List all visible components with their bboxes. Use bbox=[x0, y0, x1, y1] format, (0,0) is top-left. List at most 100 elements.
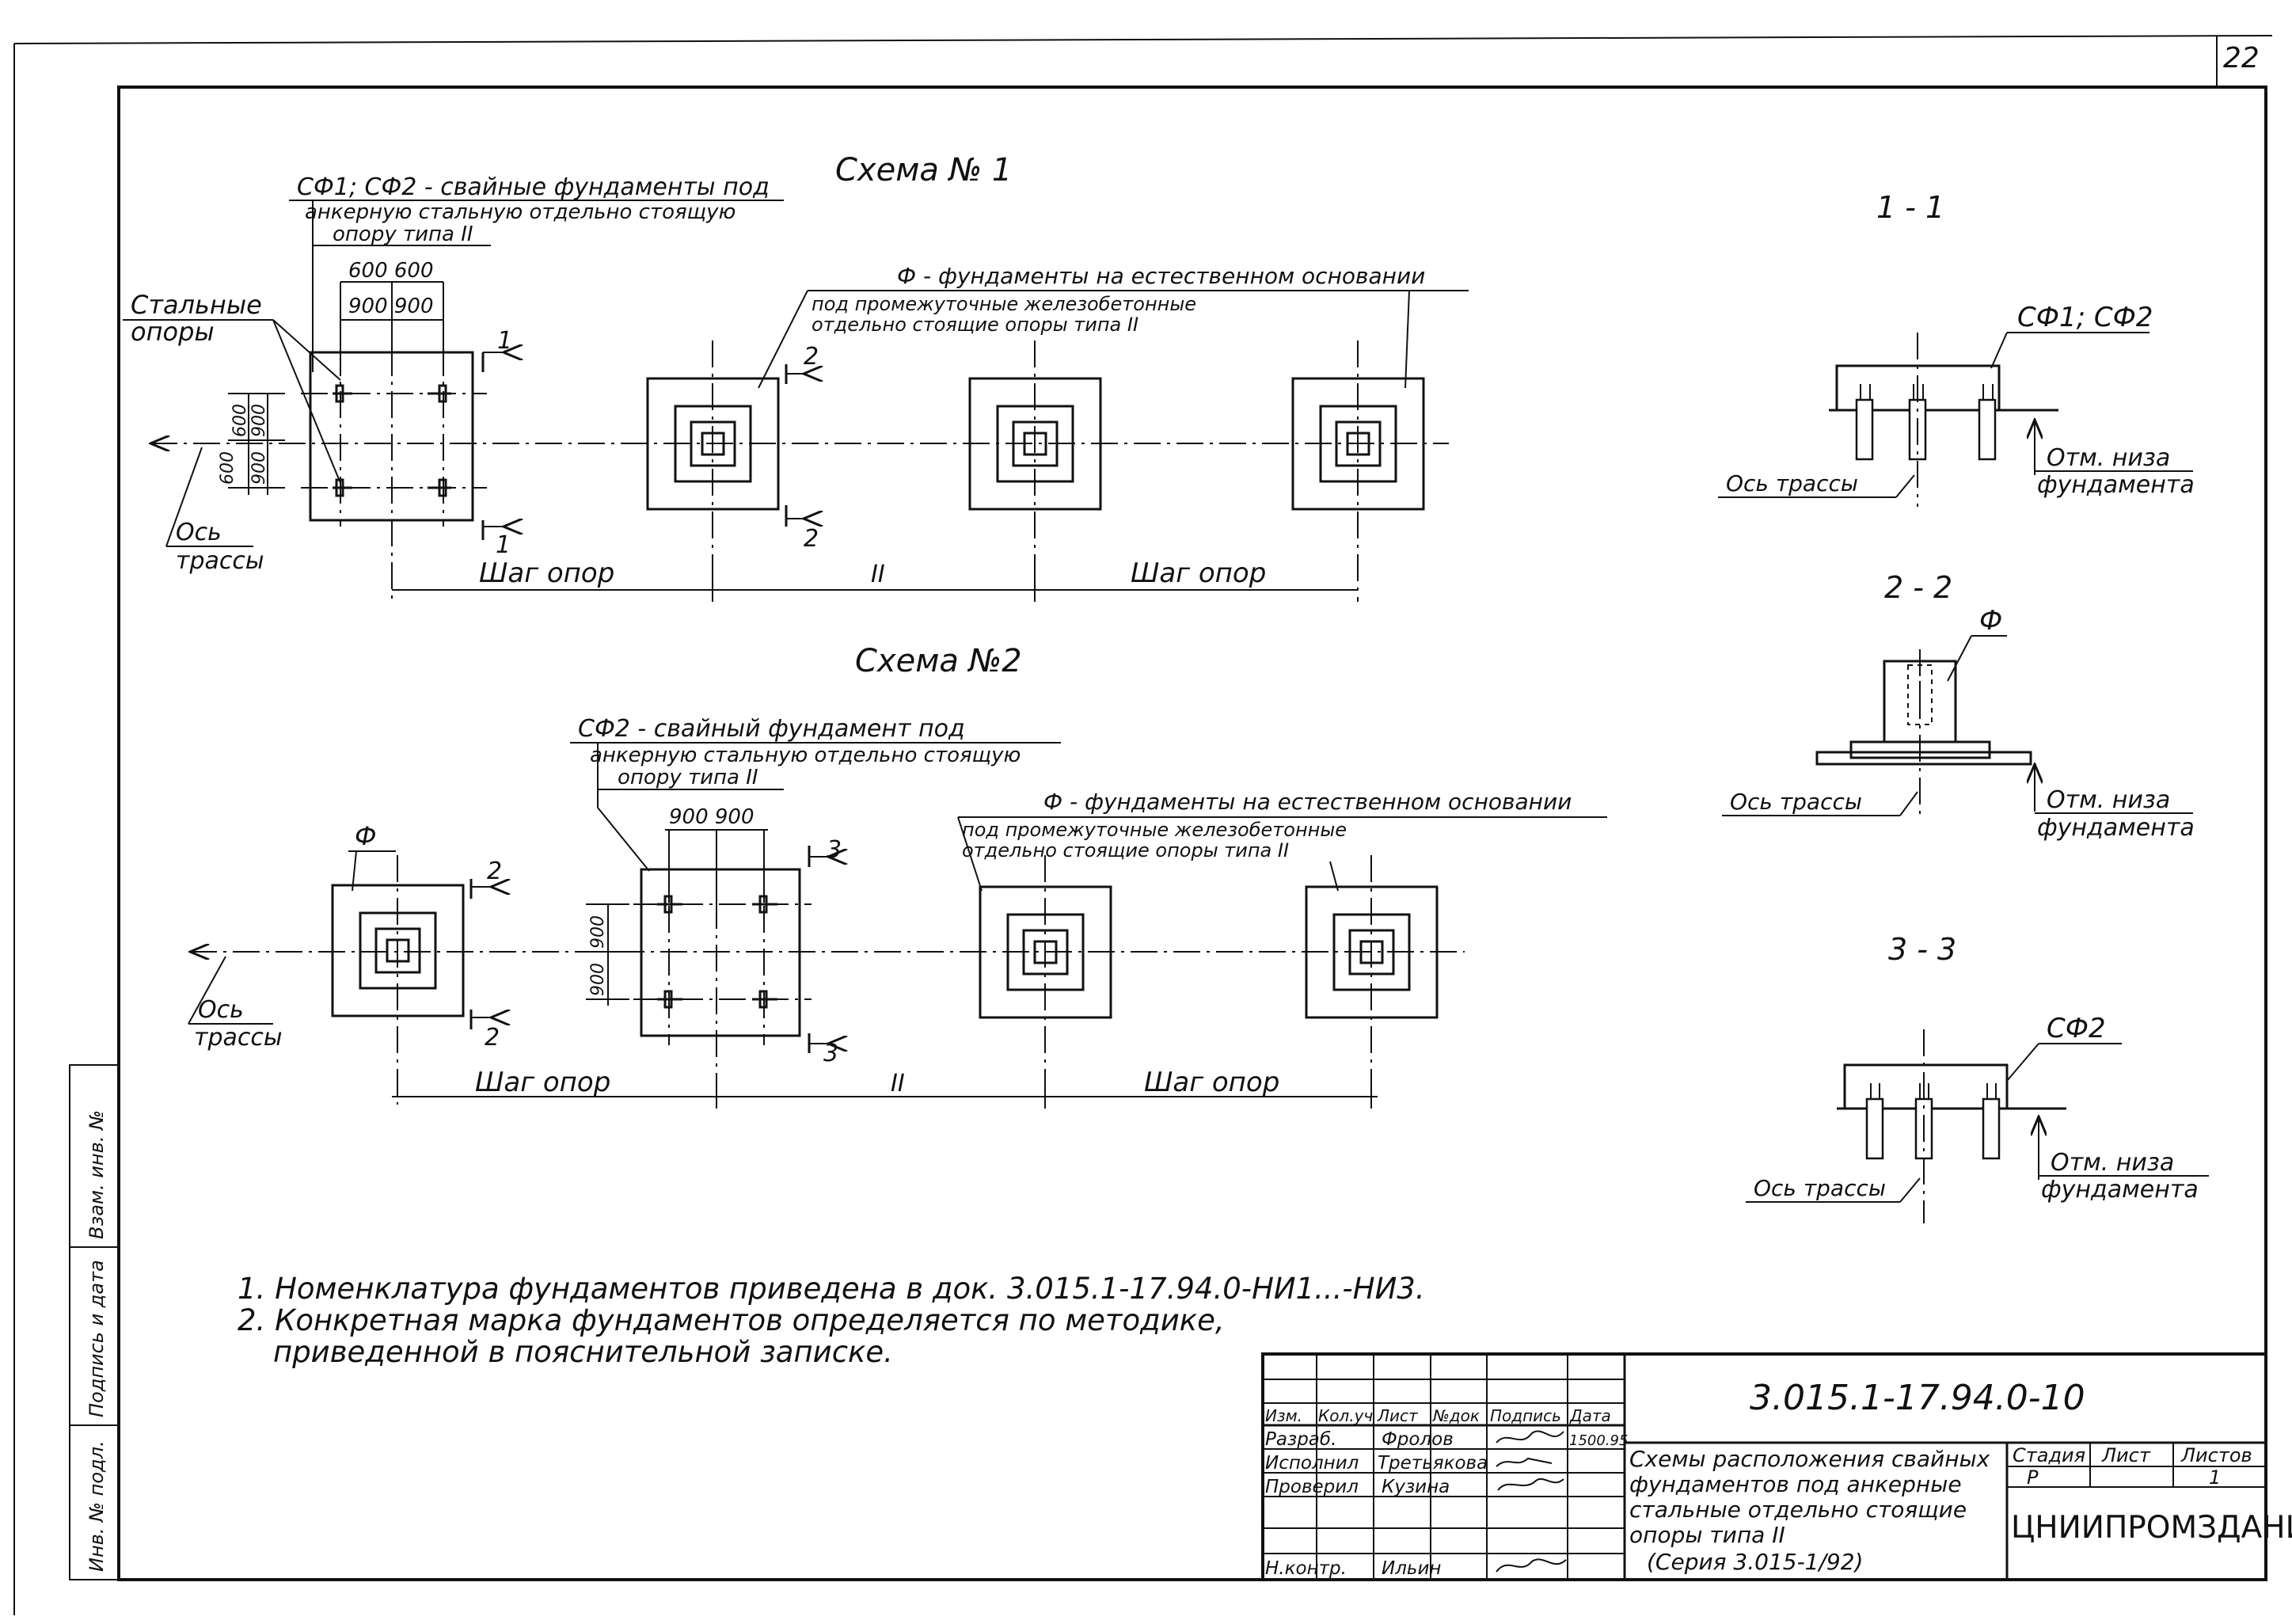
scheme-1-f-note-line2: под промежуточные железобетонные bbox=[812, 293, 1196, 315]
scheme-2-cut-2-top: 2 bbox=[487, 858, 502, 885]
scheme-2-axis-label-line2: трассы bbox=[194, 1024, 283, 1052]
scheme-2-cut-2-bottom: 2 bbox=[485, 1024, 500, 1052]
scheme-2-step-mid: II bbox=[891, 1070, 905, 1097]
section-2-axis: Ось трассы bbox=[1730, 789, 1862, 815]
tb-r2-name: Третьякова bbox=[1378, 1453, 1488, 1474]
tb-sheets-val: 1 bbox=[2209, 1466, 2221, 1489]
section-1-label: СФ1; СФ2 bbox=[2017, 302, 2153, 333]
tb-desc-line4: опоры типа II bbox=[1629, 1522, 1785, 1548]
section-2-2: 2 - 2 Ф Отм. низа фундамента Ось трассы bbox=[1722, 570, 2195, 842]
scheme-1-natural-foundation-1 bbox=[646, 340, 780, 602]
tb-hdr-kol: Кол.уч bbox=[1318, 1406, 1373, 1425]
tb-r1-signature bbox=[1496, 1430, 1564, 1443]
tb-desc-line1: Схемы расположения свайных bbox=[1629, 1446, 1990, 1472]
scheme-2-dim-900-900: 900 900 bbox=[669, 805, 754, 829]
section-2-level-line2: фундамента bbox=[2037, 814, 2195, 842]
section-3-axis: Ось трассы bbox=[1754, 1175, 1886, 1201]
section-2-title: 2 - 2 bbox=[1884, 570, 1952, 605]
scheme-1-step-mid: II bbox=[871, 561, 885, 588]
tb-r1-role: Разраб. bbox=[1265, 1429, 1336, 1450]
tb-organization: ЦНИИПРОМЗДАНИЙ bbox=[2011, 1508, 2292, 1546]
scheme-1: Схема № 1 СФ1; СФ2 - свайные фундаменты … bbox=[123, 152, 1469, 602]
scheme-1-sf-note-line1: СФ1; СФ2 - свайные фундаменты под bbox=[297, 173, 770, 201]
section-3-3: 3 - 3 СФ2 Отм. низа фундамента Ось трасс… bbox=[1746, 932, 2209, 1223]
general-notes: 1. Номенклатура фундаментов приведена в … bbox=[238, 1272, 1425, 1369]
tb-hdr-ndok: №док bbox=[1432, 1406, 1480, 1425]
scheme-1-natural-foundation-3 bbox=[1291, 340, 1425, 602]
scheme-1-vdim-600b: 600 bbox=[218, 451, 238, 485]
scheme-1-vdim-900a: 900 bbox=[249, 404, 269, 437]
side-stamp-repl: Взам. инв. № bbox=[86, 1110, 108, 1239]
section-2-level-line1: Отм. низа bbox=[2047, 786, 2170, 814]
scheme-2-axis-label-line1: Ось bbox=[198, 996, 244, 1024]
tb-sheets-hdr: Листов bbox=[2180, 1444, 2252, 1466]
scheme-1-step-left: Шаг опор bbox=[479, 557, 614, 589]
scheme-2-vdim-900a: 900 bbox=[588, 915, 608, 949]
scheme-2-natural-foundation-right bbox=[1305, 855, 1439, 1105]
section-1-level-line1: Отм. низа bbox=[2047, 444, 2170, 472]
scheme-1-title: Схема № 1 bbox=[835, 152, 1012, 188]
tb-r3-signature bbox=[1497, 1478, 1564, 1491]
scheme-2-cut-3-top: 3 bbox=[827, 836, 842, 864]
title-block: Изм. Кол.уч Лист №док Подпись Дата Разра… bbox=[1261, 1352, 2292, 1581]
scheme-2-f-note-line3: отдельно стоящие опоры типа II bbox=[962, 839, 1289, 861]
tb-sheet-hdr: Лист bbox=[2101, 1444, 2151, 1466]
tb-desc-line3: стальные отдельно стоящие bbox=[1629, 1497, 1967, 1523]
tb-doc-code: 3.015.1-17.94.0-10 bbox=[1750, 1378, 2085, 1418]
section-1-1: 1 - 1 СФ1; СФ2 Отм. низа фундамента Ось … bbox=[1718, 190, 2195, 507]
section-1-axis: Ось трассы bbox=[1726, 470, 1858, 496]
section-3-level-line2: фундамента bbox=[2041, 1176, 2199, 1204]
scheme-2-cut-3-bottom: 3 bbox=[823, 1040, 838, 1067]
scheme-1-f-note-line1: Ф - фундаменты на естественном основании bbox=[897, 263, 1425, 289]
scheme-1-dim-900-900: 900 900 bbox=[348, 295, 434, 318]
scheme-2-f-note-line1: Ф - фундаменты на естественном основании bbox=[1043, 789, 1572, 815]
tb-r2-role: Исполнил bbox=[1265, 1453, 1359, 1474]
tb-hdr-izm: Изм. bbox=[1265, 1406, 1302, 1425]
scheme-1-dim-600-600: 600 600 bbox=[348, 259, 434, 283]
sheet-number: 22 bbox=[2223, 42, 2260, 74]
scheme-2-f-label: Ф bbox=[355, 821, 377, 851]
scheme-1-natural-foundation-2 bbox=[968, 340, 1102, 602]
tb-stage-val: Р bbox=[2027, 1466, 2039, 1489]
section-3-level-line1: Отм. низа bbox=[2051, 1149, 2174, 1177]
scheme-1-step-right: Шаг опор bbox=[1131, 557, 1266, 589]
scheme-2-natural-foundation-mid bbox=[979, 855, 1112, 1105]
scheme-2-title: Схема №2 bbox=[855, 643, 1022, 679]
tb-desc-line2: фундаментов под анкерные bbox=[1629, 1471, 1962, 1497]
section-3-label: СФ2 bbox=[2047, 1013, 2106, 1044]
tb-r4-signature bbox=[1496, 1558, 1567, 1573]
tb-r3-name: Кузина bbox=[1382, 1477, 1450, 1497]
scheme-2-sf-note-line3: опору типа II bbox=[618, 766, 758, 789]
scheme-2-vdim-900b: 900 bbox=[588, 963, 608, 996]
scheme-2-sf-note-line2: анкерную стальную отдельно стоящую bbox=[590, 744, 1021, 767]
scheme-1-cut-1-top: 1 bbox=[497, 327, 512, 355]
tb-hdr-data: Дата bbox=[1569, 1406, 1611, 1425]
scheme-2-sf-note-line1: СФ2 - свайный фундамент под bbox=[578, 715, 965, 743]
scheme-2-pile-foundation bbox=[633, 863, 812, 1045]
scheme-2-f-note-line2: под промежуточные железобетонные bbox=[962, 819, 1347, 841]
scheme-1-axis-label-line1: Ось bbox=[176, 519, 222, 546]
note-1: 1. Номенклатура фундаментов приведена в … bbox=[238, 1272, 1425, 1306]
scheme-2-step-right: Шаг опор bbox=[1144, 1067, 1279, 1098]
scheme-1-sf-note-line2: анкерную стальную отдельно стоящую bbox=[305, 200, 735, 224]
scheme-1-steel-supports-line1: Стальные bbox=[131, 290, 262, 320]
tb-desc-line5: (Серия 3.015-1/92) bbox=[1647, 1549, 1863, 1575]
scheme-1-vdim-900b: 900 bbox=[249, 451, 269, 485]
tb-r4-role: Н.контр. bbox=[1265, 1558, 1347, 1579]
section-3-title: 3 - 3 bbox=[1888, 932, 1956, 967]
note-2-line2: приведенной в пояснительной записке. bbox=[273, 1335, 893, 1369]
scheme-1-cut-2-bottom: 2 bbox=[804, 525, 819, 553]
tb-hdr-podp: Подпись bbox=[1490, 1406, 1561, 1425]
section-2-label: Ф bbox=[1979, 605, 2002, 637]
section-1-level-line2: фундамента bbox=[2037, 471, 2195, 499]
scheme-1-cut-2-top: 2 bbox=[804, 343, 819, 371]
scheme-2: Схема №2 СФ2 - свайный фундамент под анк… bbox=[188, 643, 1607, 1109]
side-stamp: Инв. № подл. Подпись и дата Взам. инв. № bbox=[69, 1064, 120, 1580]
scheme-1-cut-1-bottom: 1 bbox=[496, 531, 511, 559]
scheme-2-step-left: Шаг опор bbox=[475, 1067, 610, 1098]
sheet-frame bbox=[13, 35, 2273, 1615]
scheme-1-axis-label-line2: трассы bbox=[176, 547, 264, 575]
tb-r1-name: Фролов bbox=[1382, 1429, 1454, 1450]
tb-stage-hdr: Стадия bbox=[2013, 1444, 2085, 1466]
